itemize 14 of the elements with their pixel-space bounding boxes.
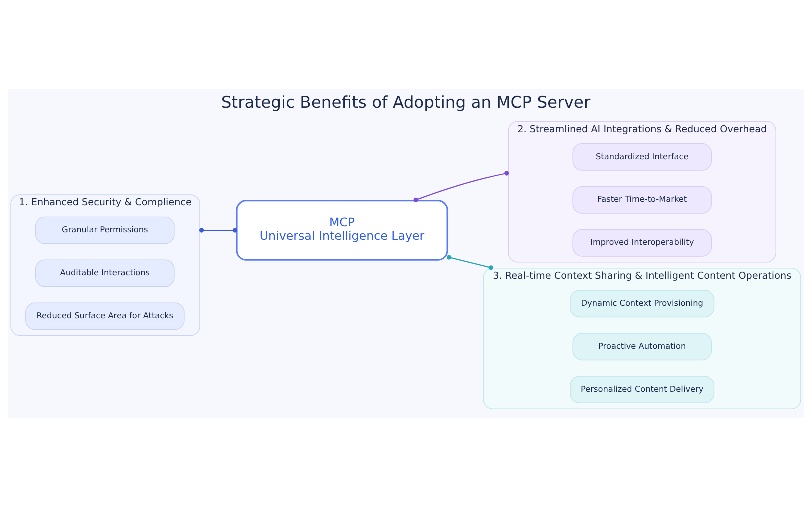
node-box: Dynamic Context Provisioning	[570, 290, 715, 318]
connector	[446, 254, 494, 270]
node-box: Personalized Content Delivery	[570, 376, 715, 404]
node-box: Standardized Interface	[572, 142, 712, 170]
node-box: Auditable Interactions	[36, 259, 175, 287]
node-box: Improved Interoperability	[572, 228, 712, 256]
node-box: MCP Universal Intelligence Layer	[236, 200, 448, 260]
connector	[199, 228, 238, 232]
node-box: Reduced Surface Area for Attacks	[26, 302, 185, 330]
node-box: Proactive Automation	[572, 332, 712, 360]
node-box: Granular Permissions	[36, 216, 175, 244]
connector	[414, 170, 510, 202]
node-box: Faster Time-to-Market	[572, 186, 712, 214]
diagram-title: Strategic Benefits of Adopting an MCP Server	[221, 92, 591, 112]
